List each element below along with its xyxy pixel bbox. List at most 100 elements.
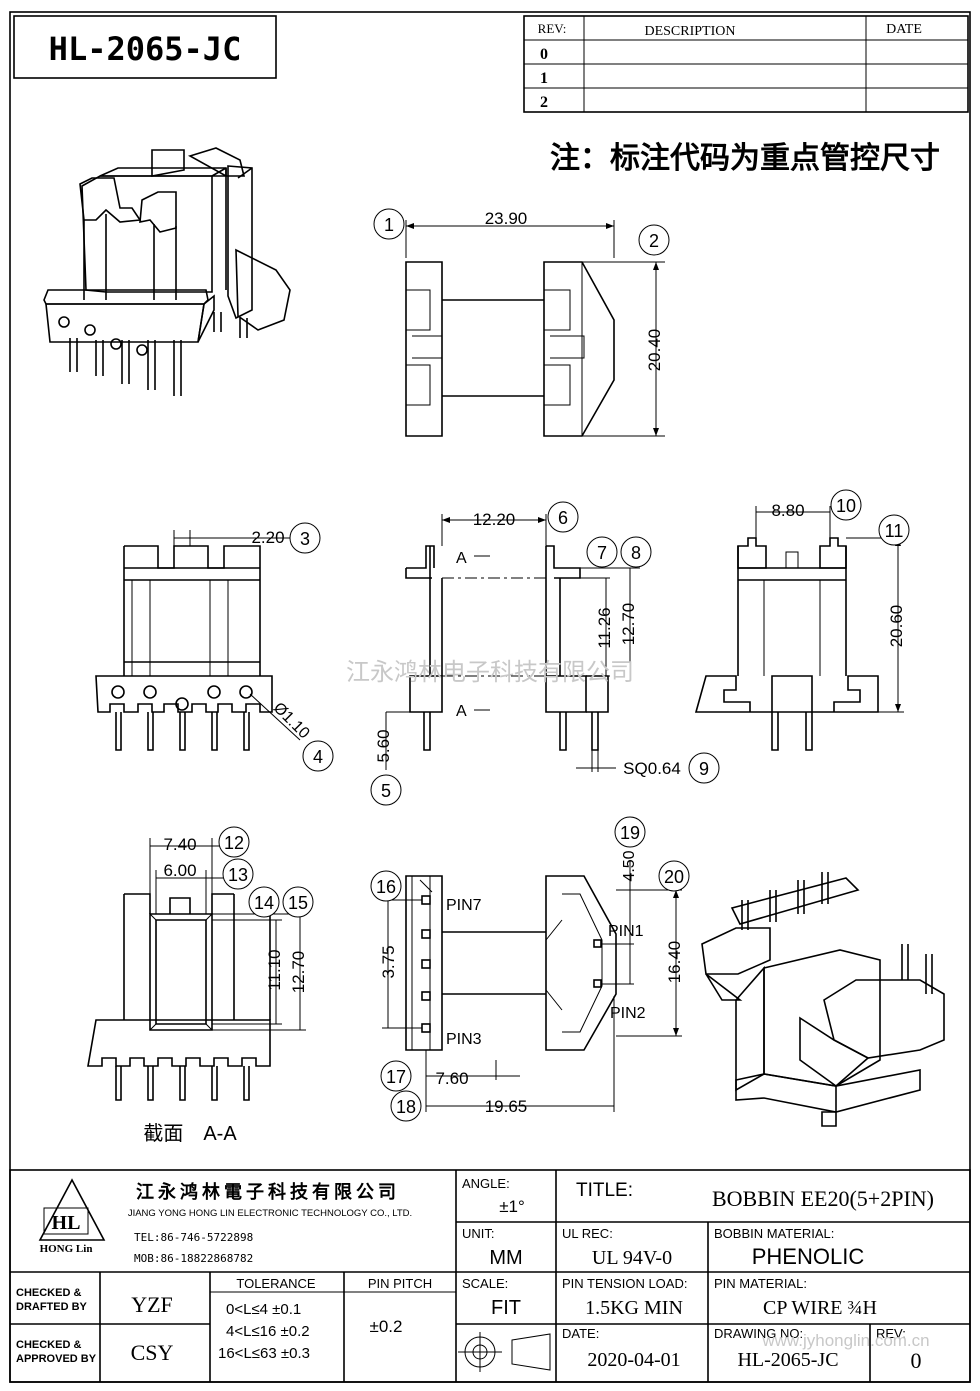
dim-11-10: 11.10 (265, 949, 284, 990)
callout-1: 1 (384, 215, 394, 235)
drawing-title: HL-2065-JC (49, 30, 242, 68)
scale-label: SCALE: (462, 1276, 508, 1291)
section-a-a-view: 7.40 6.00 11.10 12.70 截面 A-A (87, 835, 308, 1145)
pin-material-value: CP WIRE ¾H (763, 1297, 877, 1319)
rev-value: 0 (911, 1348, 922, 1373)
callout-2: 2 (649, 231, 659, 251)
company-mob: MOB:86-18822868782 (134, 1252, 253, 1265)
tolerance-2: 4<L≤16 ±0.2 (226, 1323, 310, 1340)
material-label: BOBBIN MATERIAL: (714, 1226, 834, 1241)
date-label: DATE: (562, 1326, 599, 1341)
rev-label: REV: (876, 1326, 906, 1341)
control-note: 注：标注代码为重点管控尺寸 (550, 142, 940, 175)
dim-7-40: 7.40 (163, 835, 196, 854)
callout-6: 6 (558, 508, 568, 528)
isometric-view-top (43, 147, 291, 396)
pin-tension-label: PIN TENSION LOAD: (562, 1276, 687, 1291)
pin-material-label: PIN MATERIAL: (714, 1276, 807, 1291)
callout-14: 14 (254, 893, 274, 913)
callout-10: 10 (836, 496, 856, 516)
company-name-en: JIANG YONG HONG LIN ELECTRONIC TECHNOLOG… (128, 1208, 412, 1219)
unit-value: MM (489, 1247, 522, 1269)
callout-7: 7 (597, 543, 607, 563)
callout-4: 4 (313, 747, 323, 767)
callout-bubbles: 1 2 3 4 5 6 7 8 9 10 11 12 13 14 15 16 1… (218, 208, 910, 1122)
dim-2-20: 2.20 (251, 528, 284, 547)
pin7-label: PIN7 (446, 897, 482, 914)
dim-16-40: 16.40 (665, 941, 684, 984)
title-block: HL HONG Lin 江永鸿林電子科技有限公司 JIANG YONG HONG… (9, 1169, 971, 1383)
ul-value: UL 94V-0 (592, 1247, 672, 1269)
checked-drafted-label-2: DRAFTED BY (16, 1301, 88, 1313)
tolerance-label: TOLERANCE (236, 1276, 316, 1291)
callout-20: 20 (664, 867, 684, 887)
dim-dia-1-10: Ø1.10 (270, 699, 313, 742)
ul-label: UL REC: (562, 1226, 613, 1241)
isometric-view-bottom (701, 872, 945, 1127)
callout-3: 3 (300, 529, 310, 549)
tolerance-1: 0<L≤4 ±0.1 (226, 1301, 301, 1318)
dim-5-60: 5.60 (374, 729, 393, 762)
section-label: 截面 A-A (143, 1122, 237, 1145)
pin2-label: PIN2 (610, 1005, 646, 1022)
side-view: A A 12.20 11.26 12.70 5.60 SQ0.64 (374, 510, 681, 778)
pin1-label: PIN1 (608, 923, 644, 940)
company-tel: TEL:86-746-5722898 (134, 1231, 253, 1244)
pin-pitch-value: ±0.2 (370, 1317, 403, 1336)
pin-pitch-label: PIN PITCH (368, 1276, 432, 1291)
site-watermark: www.jyhonglin.com.cn (761, 1331, 929, 1350)
dim-6-00: 6.00 (163, 861, 196, 880)
material-value: PHENOLIC (752, 1244, 865, 1269)
date-header: DATE (886, 22, 922, 37)
date-value: 2020-04-01 (587, 1349, 680, 1371)
company-name-cn: 江永鸿林電子科技有限公司 (136, 1181, 400, 1202)
callout-13: 13 (228, 865, 248, 885)
top-view: 23.90 20.40 (405, 209, 665, 437)
logo-text: HL (52, 1212, 81, 1234)
dim-sq-0-64: SQ0.64 (623, 759, 681, 778)
rev-row-2: 2 (540, 94, 548, 111)
dim-4-50: 4.50 (621, 850, 638, 881)
angle-value: ±1° (499, 1197, 525, 1216)
drawing-no-value: HL-2065-JC (737, 1349, 838, 1371)
unit-label: UNIT: (462, 1226, 495, 1241)
drafted-by: YZF (131, 1292, 173, 1317)
callout-17: 17 (386, 1067, 406, 1087)
rev-header: REV: (538, 21, 567, 36)
checked-approved-label-1: CHECKED & (16, 1339, 81, 1351)
title-label: TITLE: (576, 1180, 633, 1201)
logo-sub: HONG Lin (40, 1243, 93, 1255)
scale-value: FIT (491, 1297, 521, 1319)
dim-12-20: 12.20 (473, 510, 516, 529)
rev-row-1: 1 (540, 70, 548, 87)
callout-12: 12 (224, 833, 244, 853)
dim-19-65: 19.65 (485, 1097, 528, 1116)
drawing-title-box (13, 15, 277, 79)
callout-16: 16 (376, 877, 396, 897)
watermark-cn: 江永鸿林电子科技有限公司 (346, 659, 634, 686)
section-a-bottom: A (456, 703, 467, 720)
tolerance-3: 16<L≤63 ±0.3 (218, 1345, 310, 1362)
callout-5: 5 (381, 781, 391, 801)
bottom-view: PIN7 PIN3 PIN1 PIN2 3.75 4.50 16.40 7.60… (379, 850, 684, 1116)
title-value: BOBBIN EE20(5+2PIN) (712, 1186, 934, 1211)
angle-label: ANGLE: (462, 1176, 510, 1191)
callout-18: 18 (396, 1097, 416, 1117)
description-header: DESCRIPTION (644, 24, 735, 39)
pin-tension-value: 1.5KG MIN (585, 1297, 683, 1319)
callout-11: 11 (885, 521, 904, 541)
dim-12-70-side: 12.70 (619, 603, 638, 646)
dim-20-40: 20.40 (645, 329, 664, 372)
approved-by: CSY (131, 1340, 174, 1365)
dim-20-60: 20.60 (887, 605, 906, 648)
right-side-view: 8.80 20.60 (694, 501, 906, 751)
callout-15: 15 (288, 893, 308, 913)
dim-3-75: 3.75 (379, 945, 398, 978)
dim-7-60: 7.60 (435, 1069, 468, 1088)
revision-table: REV: DESCRIPTION DATE 0 1 2 (523, 15, 969, 113)
dim-8-80: 8.80 (771, 501, 804, 520)
callout-9: 9 (699, 759, 709, 779)
dim-23-90: 23.90 (485, 209, 528, 228)
dim-12-70-section: 12.70 (289, 951, 308, 994)
projection-symbol-icon (458, 1332, 551, 1372)
